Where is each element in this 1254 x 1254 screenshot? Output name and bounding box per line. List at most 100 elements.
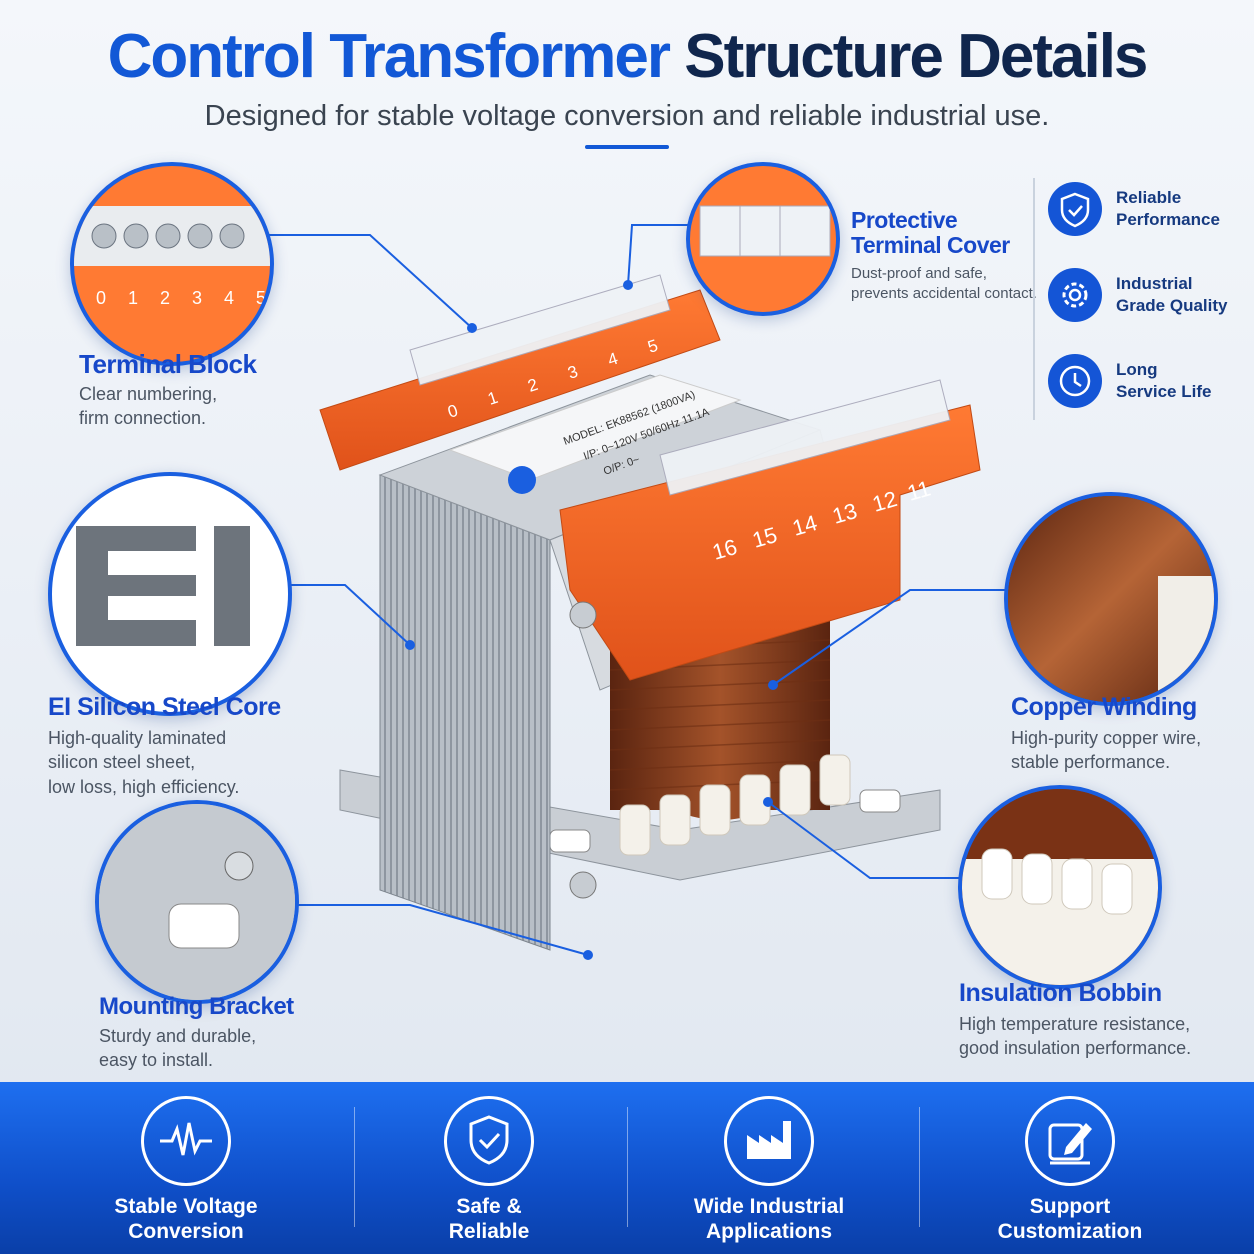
bar-item-industrial: Wide Industrial Applications <box>659 1096 879 1244</box>
steel-core-title: EI Silicon Steel Core <box>48 693 281 721</box>
bar-divider <box>354 1107 355 1227</box>
feature-text: Long Service Life <box>1116 359 1211 403</box>
insulation-bobbin-title: Insulation Bobbin <box>959 979 1162 1007</box>
terminal-cover-closeup <box>686 162 840 316</box>
feature-line: Long <box>1116 359 1158 379</box>
shield-check-icon <box>1048 182 1102 236</box>
terminal-block-closeup-art <box>74 206 270 266</box>
bar-line: Safe & <box>456 1195 522 1218</box>
terminal-number: 4 <box>223 288 234 308</box>
desc-line: easy to install. <box>99 1050 214 1071</box>
desc-line: firm connection. <box>79 408 207 429</box>
feature-text: Industrial Grade Quality <box>1116 273 1227 317</box>
bobbin-art <box>962 789 1158 985</box>
feature-line: Reliable <box>1116 187 1182 207</box>
desc-line: Sturdy and durable, <box>99 1026 257 1046</box>
desc-line: High temperature resistance, <box>959 1014 1191 1034</box>
steel-core-closeup <box>48 472 292 716</box>
bar-line: Customization <box>997 1220 1143 1244</box>
bar-divider <box>919 1107 920 1227</box>
terminal-cover-closeup-art <box>699 205 831 257</box>
desc-line: stable performance. <box>1011 752 1171 773</box>
nameplate <box>448 374 742 481</box>
terminal-block-title: Terminal Block <box>79 349 257 379</box>
desc-line: low loss, high efficiency. <box>48 776 240 797</box>
gear-icon <box>1048 268 1102 322</box>
insulation-bobbin-closeup <box>958 785 1162 989</box>
bar-line: Wide Industrial <box>693 1195 845 1218</box>
copper-winding-desc: High-purity copper wire, stable performa… <box>1011 726 1201 775</box>
bar-item-safe: Safe & Reliable <box>379 1096 599 1244</box>
copper-winding-closeup <box>1004 492 1218 706</box>
feature-reliable: Reliable Performance <box>1048 182 1220 236</box>
title-line: Terminal Cover <box>851 232 1010 259</box>
pencil-edit-icon <box>1025 1096 1115 1186</box>
feature-line: Performance <box>1116 210 1220 229</box>
waveform-icon <box>141 1096 231 1186</box>
connector-lines <box>268 224 1005 960</box>
factory-icon <box>724 1096 814 1186</box>
terminal-number-row: 0 1 2 3 4 5 <box>96 288 266 309</box>
bar-item-text: Support Customization <box>960 1194 1180 1244</box>
bobbin-teeth <box>619 754 851 856</box>
title-underline <box>585 145 669 149</box>
bar-line: Reliable <box>448 1220 530 1244</box>
bar-item-customization: Support Customization <box>960 1096 1180 1244</box>
terminal-number: 1 <box>127 288 138 308</box>
transformer-illustration: MODEL: EK88562 (1800VA) I/P: 0~120V 50/6… <box>319 274 981 951</box>
shield-check-icon <box>444 1096 534 1186</box>
terminal-cover-desc: Dust-proof and safe, prevents accidental… <box>851 264 1037 305</box>
page-title: Control Transformer Structure Details <box>0 26 1254 88</box>
terminal-number: 2 <box>159 288 170 308</box>
logo-icon <box>508 466 536 494</box>
desc-line: silicon steel sheet, <box>48 752 196 773</box>
copper-winding-title: Copper Winding <box>1011 693 1197 721</box>
terminal-number: 0 <box>96 288 107 308</box>
bracket-screw <box>569 871 597 899</box>
bar-item-text: Safe & Reliable <box>379 1194 599 1244</box>
copper-winding-art <box>1008 496 1214 702</box>
page-subtitle: Designed for stable voltage conversion a… <box>204 100 1050 132</box>
front-terminal-cover <box>659 379 951 496</box>
terminal-number: 5 <box>255 288 266 308</box>
bracket-screw <box>569 601 597 629</box>
feature-lifespan: Long Service Life <box>1048 354 1211 408</box>
feature-text: Reliable Performance <box>1116 187 1220 231</box>
desc-line: good insulation performance. <box>959 1038 1192 1059</box>
terminal-number: 3 <box>191 288 202 308</box>
steel-core-desc: High-quality laminated silicon steel she… <box>48 726 239 799</box>
desc-line: High-purity copper wire, <box>1011 728 1202 748</box>
bottom-feature-bar: Stable Voltage Conversion Safe & Reliabl… <box>0 1082 1254 1254</box>
mounting-bracket-title: Mounting Bracket <box>99 993 294 1020</box>
desc-line: High-quality laminated <box>48 728 227 748</box>
insulation-bobbin-desc: High temperature resistance, good insula… <box>959 1012 1191 1061</box>
ei-core-art <box>76 526 250 646</box>
bracket-slot <box>859 789 901 813</box>
bar-item-text: Wide Industrial Applications <box>659 1194 879 1244</box>
feature-line: Grade Quality <box>1116 296 1228 315</box>
feature-line: Industrial <box>1116 273 1193 293</box>
desc-line: prevents accidental contact. <box>851 285 1037 303</box>
bar-item-text: Stable Voltage Conversion <box>76 1194 296 1244</box>
bracket-art <box>99 804 295 1000</box>
terminal-block-desc: Clear numbering, firm connection. <box>79 382 217 431</box>
bar-divider <box>627 1107 628 1227</box>
feature-line: Service Life <box>1116 382 1212 401</box>
mounting-bracket-closeup <box>95 800 299 1004</box>
bar-line: Conversion <box>128 1220 244 1244</box>
feature-divider <box>1033 178 1035 420</box>
clock-icon <box>1048 354 1102 408</box>
bar-line: Stable Voltage <box>114 1195 258 1218</box>
terminal-block-closeup: 0 1 2 3 4 5 <box>70 162 274 366</box>
feature-industrial: Industrial Grade Quality <box>1048 268 1227 322</box>
desc-line: Clear numbering, <box>79 384 218 404</box>
desc-line: Dust-proof and safe, <box>851 265 987 282</box>
terminal-cover-title: Protective Terminal Cover <box>851 207 1010 259</box>
mounting-bracket-desc: Sturdy and durable, easy to install. <box>99 1024 256 1073</box>
title-line: Protective <box>851 207 958 233</box>
back-terminal-cover <box>409 274 671 386</box>
bar-line: Support <box>1029 1195 1111 1218</box>
bar-item-stable-voltage: Stable Voltage Conversion <box>76 1096 296 1244</box>
bar-line: Applications <box>705 1220 832 1244</box>
title-rest: Structure Details <box>684 22 1148 91</box>
